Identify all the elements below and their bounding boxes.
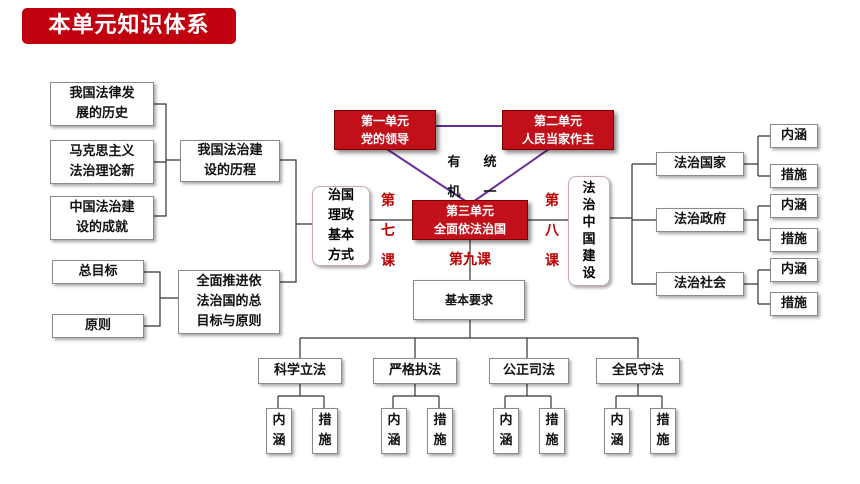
lesson8-label: 第 八 课	[545, 193, 559, 269]
compliance-connotation-box: 内 涵	[604, 408, 630, 454]
society-measures-box: 措施	[770, 292, 818, 316]
unity-triangle	[348, 125, 586, 206]
achievements-box: 中国法治建 设的成就	[50, 196, 154, 240]
principles-box: 原则	[52, 314, 144, 338]
unity-label: 统 一	[483, 155, 497, 200]
strict-enforcement-box: 严格执法	[373, 358, 457, 384]
organic-label: 有 机	[447, 155, 461, 200]
governance-mode-box: 治国 理政 基本 方式	[312, 186, 370, 266]
enforcement-connotation-box: 内 涵	[381, 408, 407, 454]
history-box: 我国法律发 展的历史	[50, 82, 154, 126]
compliance-measures-box: 措 施	[650, 408, 676, 454]
overall-goal-box: 总目标	[52, 260, 144, 284]
state-measures-box: 措施	[770, 164, 818, 188]
unit1-box: 第一单元 党的领导	[334, 110, 436, 150]
fair-justice-box: 公正司法	[489, 358, 569, 384]
basic-requirements-box: 基本要求	[413, 280, 525, 320]
marxist-theory-box: 马克思主义 法治理论新	[50, 140, 154, 184]
state-connotation-box: 内涵	[770, 124, 818, 148]
goal-principles-box: 全面推进依 法治国的总 目标与原则	[178, 270, 280, 334]
society-connotation-box: 内涵	[770, 258, 818, 282]
justice-connotation-box: 内 涵	[493, 408, 519, 454]
unit3-box: 第三单元 全面依法治国	[412, 200, 528, 240]
government-measures-box: 措施	[770, 228, 818, 252]
legislation-connotation-box: 内 涵	[266, 408, 292, 454]
unit2-box: 第二单元 人民当家作主	[502, 110, 614, 150]
rule-of-law-state-box: 法治国家	[656, 152, 744, 176]
rule-of-law-china-box: 法 治 中 国 建 设	[568, 176, 610, 286]
rule-of-law-society-box: 法治社会	[656, 272, 744, 296]
enforcement-measures-box: 措 施	[427, 408, 453, 454]
government-connotation-box: 内涵	[770, 194, 818, 218]
rule-of-law-course-box: 我国法治建 设的历程	[180, 140, 280, 182]
lesson7-label: 第 七 课	[381, 193, 395, 269]
universal-compliance-box: 全民守法	[596, 358, 680, 384]
legislation-measures-box: 措 施	[312, 408, 338, 454]
lesson9-label: 第九课	[449, 252, 491, 268]
rule-of-law-government-box: 法治政府	[656, 208, 744, 232]
scientific-legislation-box: 科学立法	[258, 358, 342, 384]
justice-measures-box: 措 施	[539, 408, 565, 454]
page-title: 本单元知识体系	[22, 8, 236, 44]
